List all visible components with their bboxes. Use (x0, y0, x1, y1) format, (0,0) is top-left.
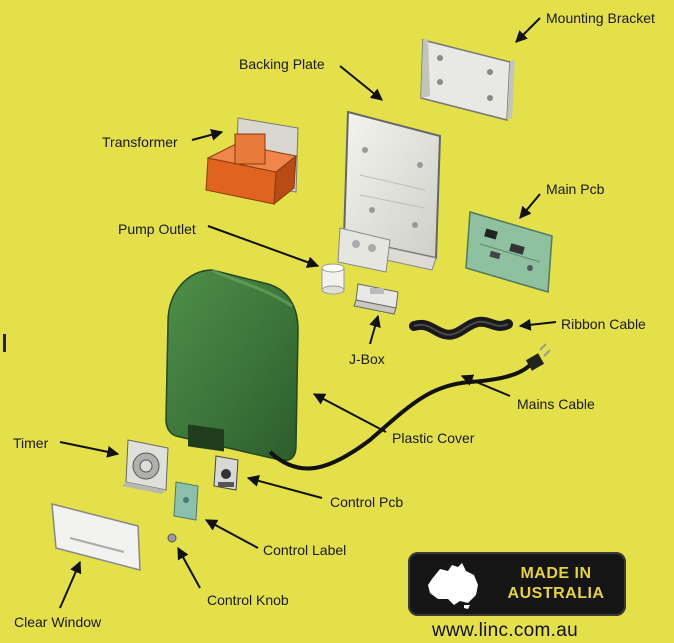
arrow-j-box (370, 316, 378, 344)
arrow-backing-plate (340, 66, 382, 100)
label-mains-cable: Mains Cable (517, 396, 595, 412)
arrow-plastic-cover (314, 394, 386, 432)
label-control-pcb: Control Pcb (330, 494, 403, 510)
label-clear-window: Clear Window (14, 614, 101, 630)
ribbon-cable-part (414, 322, 508, 335)
label-pump-outlet: Pump Outlet (118, 221, 196, 237)
clear-window-part (52, 504, 140, 570)
arrow-clear-window (60, 562, 80, 608)
label-timer: Timer (13, 435, 48, 451)
label-j-box: J-Box (349, 351, 385, 367)
label-main-pcb: Main Pcb (546, 181, 604, 197)
badge-line1: MADE IN (492, 565, 620, 583)
control-pcb-part (214, 456, 238, 490)
main-pcb-part (466, 212, 552, 292)
arrow-ribbon-cable (520, 322, 556, 326)
control-label-part (174, 482, 198, 520)
arrow-control-pcb (248, 478, 322, 498)
australia-map-icon (424, 559, 484, 609)
j-box-part (354, 284, 398, 314)
label-transformer: Transformer (102, 134, 178, 150)
arrow-transformer (192, 132, 222, 140)
label-control-label: Control Label (263, 542, 346, 558)
plastic-cover-part (166, 270, 298, 460)
label-control-knob: Control Knob (207, 592, 289, 608)
label-mounting-bracket: Mounting Bracket (546, 10, 655, 26)
backing-plate-part (338, 112, 440, 272)
made-in-australia-badge: MADE IN AUSTRALIA (408, 552, 626, 616)
control-knob-part (168, 534, 176, 542)
label-ribbon-cable: Ribbon Cable (561, 316, 646, 332)
mounting-bracket-part (421, 38, 515, 120)
pump-outlet-part (322, 264, 344, 294)
timer-part (122, 440, 168, 494)
arrow-mounting-bracket (516, 18, 540, 42)
arrow-control-label (206, 520, 258, 548)
website-url: www.linc.com.au (432, 620, 578, 642)
arrow-control-knob (178, 548, 200, 588)
mains-cable-part (270, 344, 550, 469)
transformer-part (206, 118, 298, 204)
arrow-main-pcb (520, 194, 540, 218)
label-plastic-cover: Plastic Cover (392, 430, 474, 446)
arrow-timer (60, 442, 118, 454)
badge-line2: AUSTRALIA (492, 585, 620, 603)
label-backing-plate: Backing Plate (239, 56, 325, 72)
edge-mark (3, 334, 6, 352)
arrow-pump-outlet (208, 226, 318, 266)
